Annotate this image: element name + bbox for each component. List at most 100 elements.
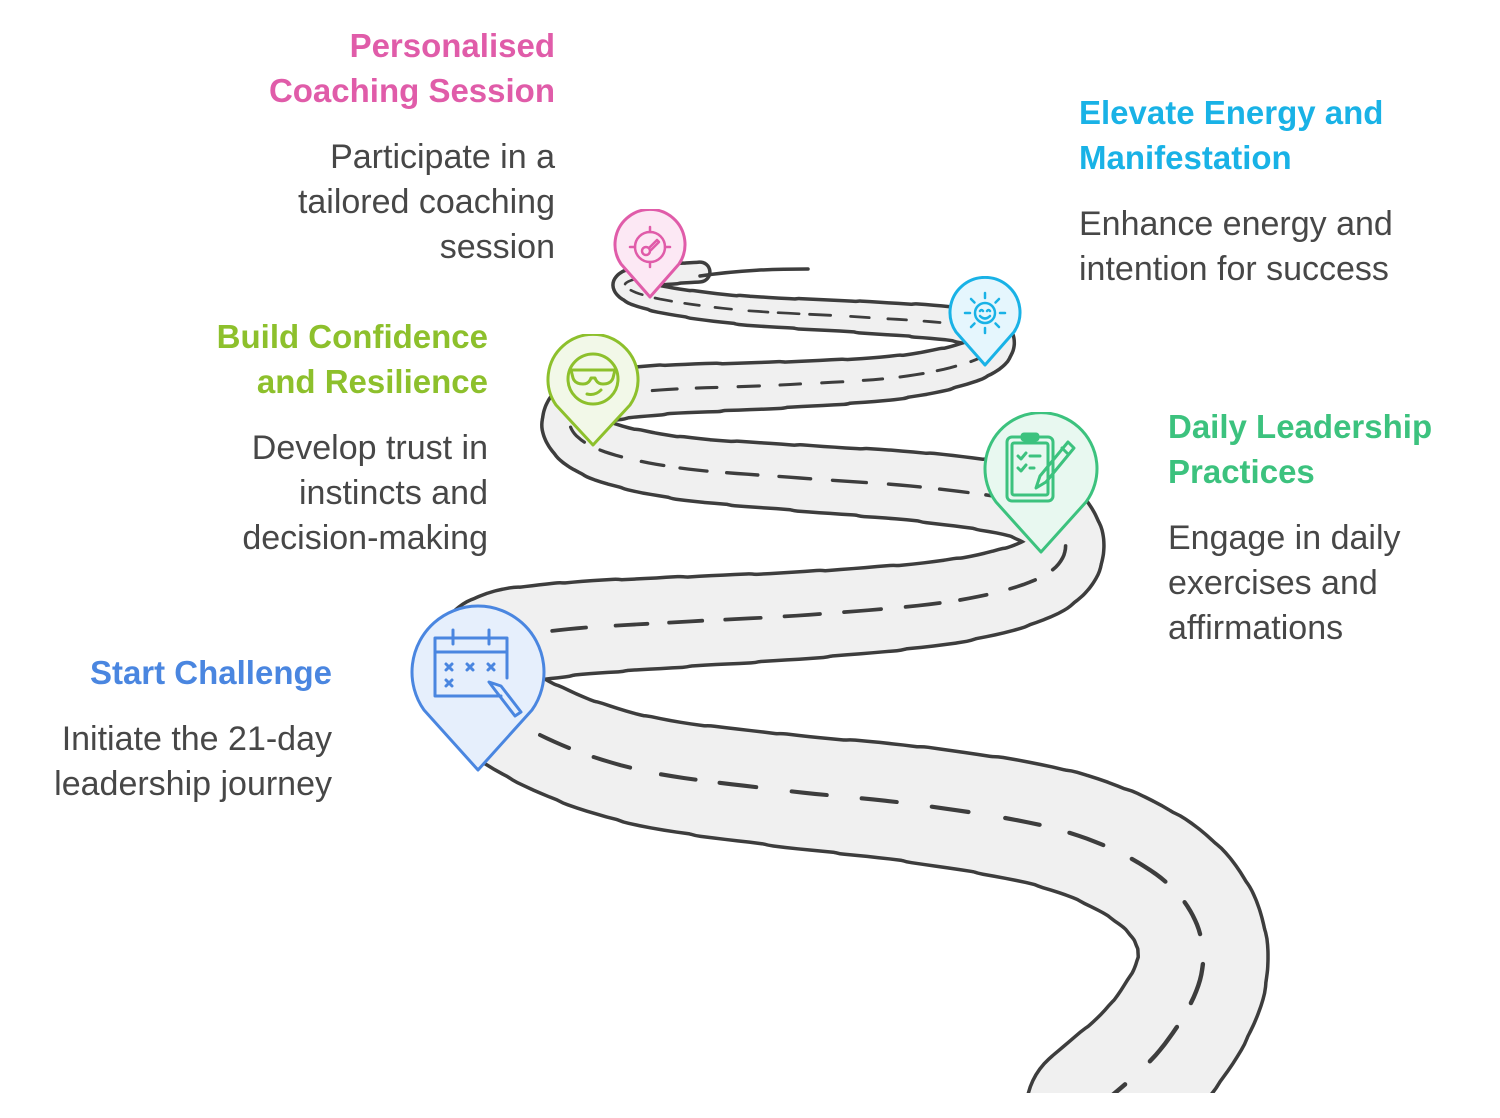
- step-desc-line: tailored coaching: [297, 183, 555, 221]
- clipboard-checklist-icon: [1005, 432, 1076, 503]
- road-dash: [550, 625, 588, 633]
- road-dash: [667, 618, 705, 625]
- step-daily-leadership: Daily Leadership Practices Engage in dai…: [1168, 404, 1488, 651]
- step-desc-line: session: [439, 228, 555, 266]
- step-desc-line: Participate in a: [330, 138, 555, 176]
- step-title: Start Challenge: [0, 650, 332, 695]
- road-dash: [1003, 815, 1042, 827]
- road-dash: [778, 382, 802, 387]
- road-surface-segment: [668, 263, 709, 282]
- road-dash: [1067, 830, 1106, 848]
- road-dash: [886, 317, 908, 322]
- road-dash: [613, 621, 650, 628]
- step-title: Elevate Energy and Manifestation: [1079, 90, 1459, 180]
- road-dash: [782, 612, 822, 619]
- pin-shape: [410, 604, 546, 772]
- step-title: Personalised Coaching Session: [225, 23, 555, 113]
- step-desc-line: Initiate the 21-day: [61, 720, 332, 758]
- road-dash: [747, 309, 770, 314]
- road-dash: [903, 601, 942, 609]
- road-dash: [937, 487, 970, 495]
- road-dash: [1050, 544, 1068, 572]
- step-start-challenge: Start Challenge Initiate the 21-day lead…: [0, 650, 332, 807]
- step-elevate-energy: Elevate Energy and Manifestation Enhance…: [1079, 90, 1459, 292]
- step-desc-line: Engage in daily: [1168, 519, 1401, 557]
- road-dash: [929, 804, 971, 815]
- pin-shape: [948, 276, 1022, 367]
- road-dash: [538, 733, 571, 750]
- step-title-line: Start Challenge: [89, 654, 332, 691]
- target-gauge-icon: [628, 225, 672, 269]
- road-dash: [1129, 856, 1168, 884]
- road-dash: [1182, 900, 1203, 937]
- pin-shape: [983, 412, 1099, 554]
- road-dash: [598, 448, 624, 459]
- road-dash: [717, 780, 759, 790]
- road-dash: [591, 755, 633, 770]
- pin-start-challenge[interactable]: [407, 602, 549, 774]
- road-dash: [886, 482, 922, 489]
- pin-shape: [546, 334, 640, 447]
- step-title-line: Build Confidence: [216, 318, 488, 355]
- calendar-icon: [433, 628, 523, 718]
- step-title-line: Coaching Session: [268, 72, 555, 109]
- road-dash: [723, 615, 763, 622]
- step-title: Daily Leadership Practices: [1168, 404, 1488, 494]
- pin-elevate-energy[interactable]: [947, 276, 1023, 369]
- road-dash: [776, 311, 801, 316]
- step-title-line: Daily Leadership: [1168, 408, 1433, 445]
- road-dash: [629, 288, 644, 296]
- step-title-line: and Resilience: [256, 363, 488, 400]
- step-title-line: Elevate Energy and: [1079, 94, 1384, 131]
- road-dash: [658, 772, 698, 782]
- road-dash: [808, 312, 832, 317]
- road-dash: [935, 364, 958, 373]
- road-dash: [650, 387, 679, 393]
- pin-personalised-coaching[interactable]: [612, 209, 688, 301]
- step-description: Develop trust in instincts and decision-…: [168, 426, 488, 561]
- road-dash: [1147, 1024, 1180, 1064]
- road-dash: [683, 301, 701, 307]
- step-title-line: Personalised: [349, 27, 555, 64]
- road-dash: [1188, 961, 1206, 1006]
- step-description: Initiate the 21-day leadership journey: [0, 717, 332, 807]
- road-dash: [898, 372, 925, 379]
- road-dash: [653, 296, 673, 303]
- road-dash: [820, 380, 845, 385]
- step-desc-line: Enhance energy and: [1079, 205, 1393, 243]
- step-desc-line: leadership journey: [54, 765, 332, 803]
- step-desc-line: exercises and: [1168, 564, 1378, 602]
- step-desc-line: intention for success: [1079, 250, 1389, 288]
- road-dash: [922, 319, 942, 324]
- step-desc-line: instincts and: [299, 474, 488, 512]
- pin-daily-leadership[interactable]: [982, 412, 1100, 556]
- road-dash: [789, 789, 829, 798]
- step-description: Engage in daily exercises and affirmatio…: [1168, 516, 1488, 651]
- road-dash: [639, 459, 666, 468]
- step-build-confidence: Build Confidence and Resilience Develop …: [168, 314, 488, 561]
- road-dash: [1008, 578, 1037, 591]
- step-description: Participate in a tailored coaching sessi…: [225, 135, 555, 270]
- road-dash: [736, 384, 761, 389]
- road-dash: [569, 425, 586, 444]
- road-dash: [1111, 1082, 1128, 1093]
- road-dash: [859, 796, 899, 805]
- road-dash: [694, 385, 719, 390]
- road-dash: [678, 466, 709, 473]
- step-description: Enhance energy and intention for success: [1079, 202, 1459, 292]
- step-title-line: Manifestation: [1079, 139, 1292, 176]
- road-dash: [713, 306, 733, 311]
- step-desc-line: affirmations: [1168, 609, 1344, 647]
- step-desc-line: Develop trust in: [251, 429, 488, 467]
- road-far-end: [698, 267, 810, 278]
- step-desc-line: decision-making: [242, 519, 488, 557]
- road-dash: [842, 607, 883, 614]
- sunglasses-face-icon: [566, 352, 620, 406]
- smiling-sun-icon: [963, 291, 1007, 335]
- step-title-line: Practices: [1168, 453, 1315, 490]
- step-title: Build Confidence and Resilience: [168, 314, 488, 404]
- road-dash: [725, 471, 760, 477]
- road-dash: [623, 277, 637, 286]
- road-dash: [849, 315, 871, 319]
- pin-build-confidence[interactable]: [545, 334, 641, 449]
